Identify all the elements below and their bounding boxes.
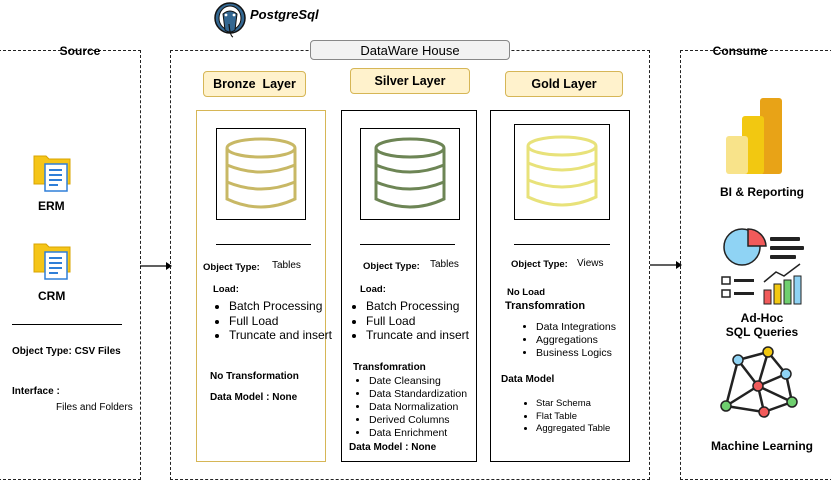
list-item: Full Load <box>366 314 486 329</box>
list-item: Data Integrations <box>536 321 646 334</box>
list-item: Full Load <box>229 314 341 329</box>
gold-layer-panel <box>490 110 630 462</box>
gold-object-type-label: Object Type: <box>511 259 568 270</box>
silver-divider <box>360 244 455 245</box>
consume-container <box>680 50 831 480</box>
list-item: Star Schema <box>536 398 646 411</box>
source-container <box>0 50 141 480</box>
arrow-source-to-warehouse <box>140 262 172 270</box>
bronze-title-text: Bronze Layer <box>213 77 296 91</box>
gold-divider <box>514 244 610 245</box>
source-object-type: Object Type: CSV Files <box>12 346 121 357</box>
gold-db-box <box>514 124 610 220</box>
gold-layer-title: Gold Layer <box>505 71 623 97</box>
warehouse-title: DataWare House <box>310 40 510 60</box>
bronze-transformation: No Transformation <box>210 371 299 382</box>
gold-transformation-list: Data Integrations Aggregations Business … <box>520 321 646 360</box>
list-item: Flat Table <box>536 411 646 424</box>
silver-load-label: Load: <box>360 284 386 295</box>
silver-data-model: Data Model : None <box>349 442 437 453</box>
list-item: Data Standardization <box>369 388 493 401</box>
list-item: Truncate and insert <box>366 328 486 343</box>
gold-load-label: No Load <box>507 287 545 298</box>
silver-database-icon <box>374 137 446 209</box>
silver-load-list: Batch Processing Full Load Truncate and … <box>350 299 486 343</box>
silver-title-text: Silver Layer <box>374 74 446 88</box>
bronze-load-label: Load: <box>213 284 239 295</box>
silver-object-type-value: Tables <box>430 259 459 270</box>
list-item: Derived Columns <box>369 414 493 427</box>
silver-layer-title: Silver Layer <box>350 68 470 94</box>
gold-database-icon <box>526 135 598 207</box>
elephant-icon <box>214 2 246 38</box>
source-item-erm: ERM <box>38 199 65 213</box>
machine-learning-icon <box>720 344 800 418</box>
silver-db-box <box>360 128 460 220</box>
list-item: Data Enrichment <box>369 427 493 440</box>
bronze-object-type-value: Tables <box>272 260 301 271</box>
silver-transformation-label: Transfomration <box>353 362 426 373</box>
bronze-divider <box>216 244 311 245</box>
list-item: Batch Processing <box>366 299 486 314</box>
source-title: Source <box>59 44 101 58</box>
gold-transformation-label: Transfomration <box>505 300 586 312</box>
consume-title: Consume <box>712 44 768 58</box>
power-bi-icon <box>724 96 786 176</box>
silver-object-type-label: Object Type: <box>363 261 420 272</box>
gold-title-text: Gold Layer <box>531 77 597 91</box>
bronze-layer-title: Bronze Layer <box>203 71 306 97</box>
silver-transformation-list: Date Cleansing Data Standardization Data… <box>353 375 493 440</box>
list-item: Data Normalization <box>369 401 493 414</box>
list-item: Date Cleansing <box>369 375 493 388</box>
source-item-crm: CRM <box>38 289 66 303</box>
consume-ad-hoc-sql: Ad-Hoc SQL Queries <box>725 311 799 339</box>
bronze-object-type-label: Object Type: <box>203 262 260 273</box>
postgresql-label: PostgreSql <box>250 7 319 22</box>
postgresql-logo <box>210 0 250 40</box>
gold-object-type-value: Views <box>577 258 604 269</box>
crm-folder-icon <box>32 238 72 280</box>
arrow-warehouse-to-consume <box>650 261 682 269</box>
source-interface-label: Interface : <box>12 386 60 397</box>
gold-data-model-list: Star Schema Flat Table Aggregated Table <box>520 398 646 436</box>
gold-data-model-label: Data Model <box>501 374 555 385</box>
bronze-database-icon <box>225 137 297 209</box>
ad-hoc-analytics-icon <box>720 222 806 306</box>
warehouse-title-text: DataWare House <box>360 42 460 58</box>
source-divider <box>12 324 122 325</box>
list-item: Aggregations <box>536 334 646 347</box>
list-item: Batch Processing <box>229 299 341 314</box>
list-item: Aggregated Table <box>536 423 646 436</box>
bronze-data-model: Data Model : None <box>210 392 298 403</box>
list-item: Business Logics <box>536 347 646 360</box>
list-item: Truncate and insert <box>229 328 341 343</box>
bronze-db-box <box>216 128 306 220</box>
silver-layer-panel <box>341 110 477 462</box>
consume-bi-reporting: BI & Reporting <box>720 185 804 199</box>
bronze-layer-panel <box>196 110 326 462</box>
consume-machine-learning: Machine Learning <box>710 439 814 453</box>
source-interface-value: Files and Folders <box>56 402 133 413</box>
erm-folder-icon <box>32 150 72 192</box>
bronze-load-list: Batch Processing Full Load Truncate and … <box>213 299 341 343</box>
